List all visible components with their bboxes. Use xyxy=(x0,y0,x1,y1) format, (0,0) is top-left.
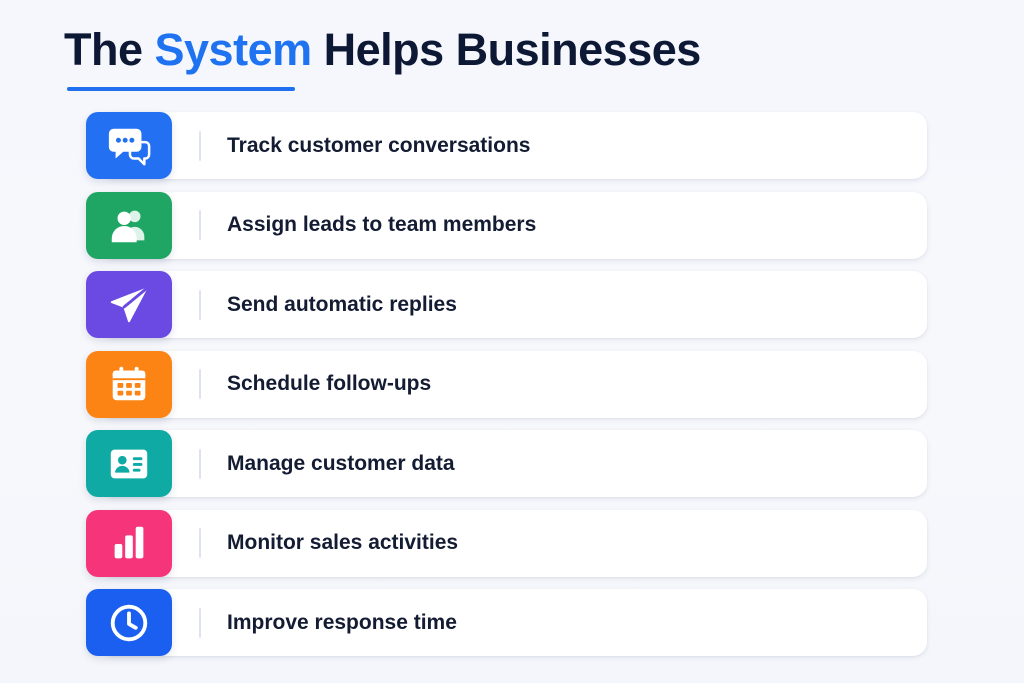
list-item-card xyxy=(100,430,927,497)
divider xyxy=(199,528,201,558)
bar-chart-icon xyxy=(86,509,172,577)
item-label: Send automatic replies xyxy=(227,292,457,316)
list-item-card xyxy=(100,509,927,577)
item-label: Track customer conversations xyxy=(227,133,531,157)
calendar-icon xyxy=(86,350,172,418)
item-label: Improve response time xyxy=(227,610,457,634)
list-item: Manage customer data xyxy=(86,430,927,497)
list-item-card xyxy=(100,350,927,418)
list-item: Improve response time xyxy=(86,589,927,656)
clock-icon xyxy=(86,589,172,656)
list-item: Assign leads to team members xyxy=(86,191,927,259)
list-item: Schedule follow-ups xyxy=(86,350,927,418)
list-item-card xyxy=(100,271,927,338)
item-label: Monitor sales activities xyxy=(227,531,459,554)
list-item: Send automatic replies xyxy=(86,271,927,338)
list-item-card xyxy=(100,191,927,259)
title-accent: System xyxy=(154,24,313,75)
item-label: Manage customer data xyxy=(227,451,455,475)
team-users-icon xyxy=(86,191,172,259)
divider xyxy=(199,210,201,240)
divider xyxy=(199,289,201,320)
list-item-card xyxy=(100,112,927,179)
item-label: Schedule follow-ups xyxy=(227,372,432,395)
title-part-1: The xyxy=(64,24,155,75)
feature-list: Track customer conversations Assign lead… xyxy=(86,112,927,669)
list-item: Track customer conversations xyxy=(86,112,927,179)
title-underline xyxy=(67,87,295,91)
list-item: Monitor sales activities xyxy=(86,509,927,577)
chat-bubbles-icon xyxy=(86,112,172,179)
divider xyxy=(199,130,201,161)
divider xyxy=(199,607,201,638)
page-title: The System Helps Businesses xyxy=(64,22,701,78)
list-item-card xyxy=(100,589,927,656)
divider xyxy=(199,369,201,399)
title-part-2: Helps Businesses xyxy=(311,24,702,75)
item-label: Assign leads to team members xyxy=(227,213,537,236)
paper-plane-icon xyxy=(86,271,172,338)
divider xyxy=(199,448,201,479)
contact-card-icon xyxy=(86,430,172,497)
